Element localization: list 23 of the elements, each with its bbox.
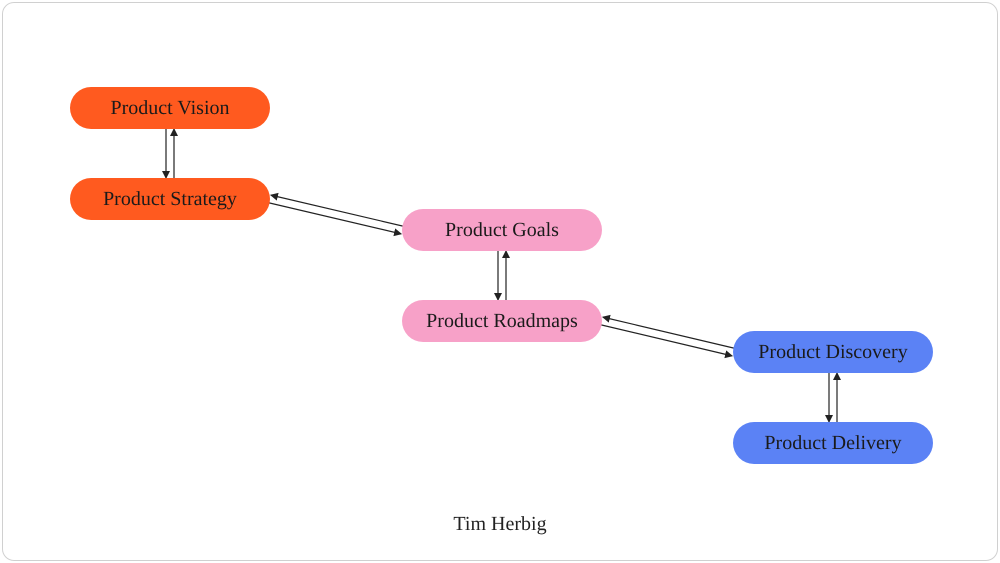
arrow [268,202,402,236]
arrow [170,128,178,178]
stage-pill [733,331,933,373]
stage-label: Product Strategy [103,188,237,210]
arrow [833,372,841,422]
stage-pill [402,300,602,342]
stage-pill [70,87,270,129]
arrow [270,192,404,227]
stage-pill [70,178,270,220]
arrow [602,314,734,349]
stage-label: Product Vision [110,96,230,120]
arrow [494,251,502,301]
stage-label: Product Delivery [764,432,902,454]
stage-pill [402,209,602,251]
arrow [502,250,510,300]
arrow [162,129,170,179]
stage-label: Product Roadmaps [426,310,578,332]
stage-label: Product Discovery [758,340,908,364]
arrow [825,373,833,423]
arrow [600,324,734,358]
stage-label: Product Goals [445,218,559,242]
author-credit: Tim Herbig [453,513,547,535]
stage-pill [733,422,933,464]
